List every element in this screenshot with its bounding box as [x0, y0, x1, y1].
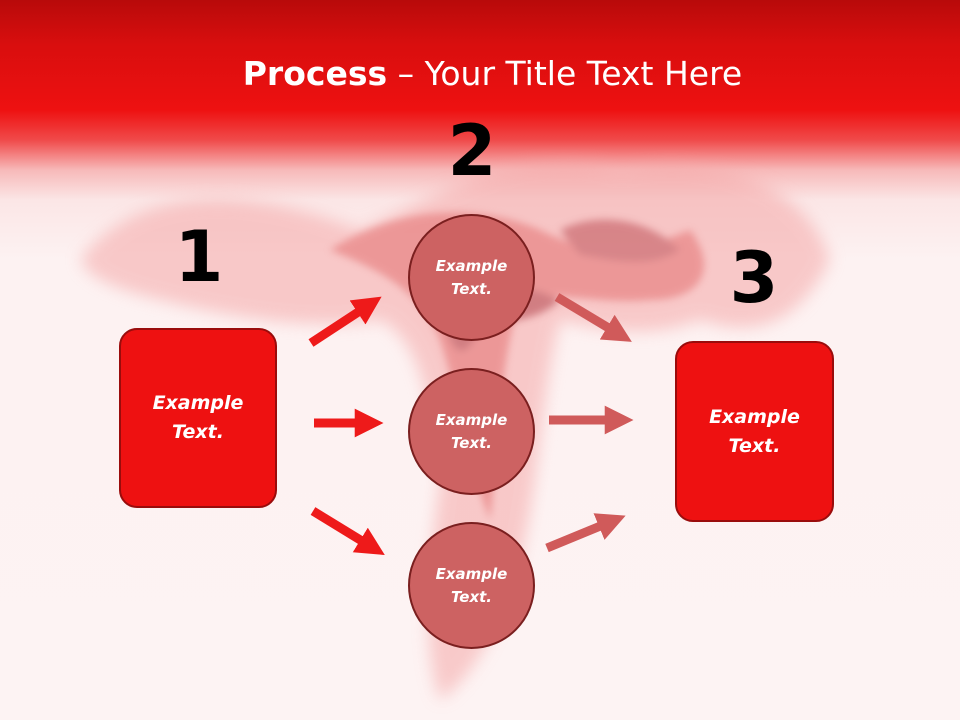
arrow-down-right-icon: [310, 507, 385, 556]
step-3-number: 3: [729, 237, 779, 319]
step-2-number: 2: [447, 110, 497, 192]
circle-middle-text: Example Text.: [435, 410, 508, 452]
step-1-number: 1: [174, 216, 224, 298]
step-1-box-text: Example Text.: [152, 392, 244, 443]
arrow-up-right-muted-icon: [545, 513, 626, 553]
title-bold: Process: [242, 54, 388, 93]
slide-title: Process – Your Title Text Here: [0, 52, 960, 96]
step-3-box-text: Example Text.: [709, 405, 800, 457]
step-1-box: Example Text.: [119, 328, 277, 508]
arrow-down-right-muted-icon: [554, 293, 632, 342]
step-3-box: Example Text.: [675, 341, 834, 522]
title-rest: – Your Title Text Here: [387, 54, 743, 93]
step-2-circle-top: Example Text.: [408, 214, 535, 341]
circle-top-text: Example Text.: [435, 256, 508, 298]
circle-bottom-text: Example Text.: [435, 564, 508, 606]
step-2-circle-bottom: Example Text.: [408, 522, 535, 649]
arrow-up-right-icon: [308, 296, 382, 347]
step-2-circle-middle: Example Text.: [408, 368, 535, 495]
